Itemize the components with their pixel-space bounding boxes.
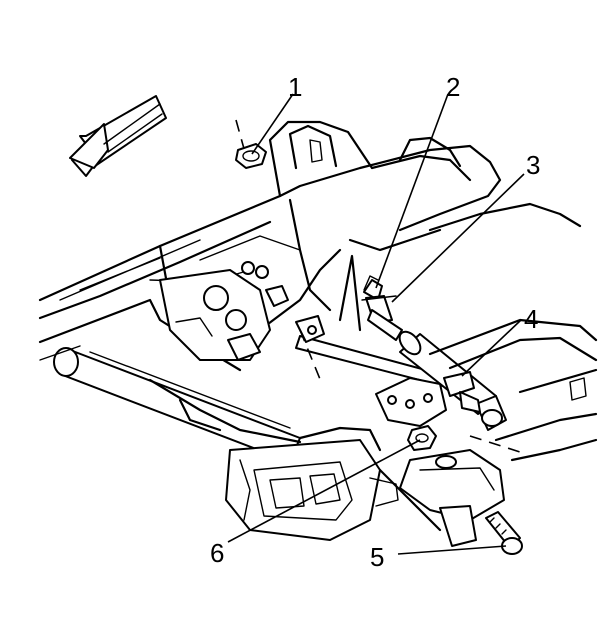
leader-lines: [227, 93, 525, 555]
alignment-marker: [338, 254, 362, 332]
left-lower-frame: [38, 298, 302, 444]
steering-gear-box: [375, 371, 481, 427]
frame-rail-right: [428, 318, 598, 462]
lower-bracket: [378, 449, 505, 547]
front-direction-arrow-icon: [69, 95, 167, 177]
callout-5: 5: [370, 542, 384, 572]
lower-skid-bracket: [225, 426, 399, 541]
callout-labels: 1 2 3 4 5 6: [210, 72, 540, 572]
nut-item-6: [407, 425, 437, 451]
callout-2: 2: [446, 72, 460, 102]
callout-6: 6: [210, 538, 224, 568]
nut-item-1: [235, 143, 267, 169]
bolt-item-5: [485, 511, 523, 555]
callout-4: 4: [524, 304, 538, 334]
steering-gear-left: [159, 261, 289, 361]
frame-rail-upper: [38, 120, 582, 320]
steering-damper: [367, 309, 507, 431]
callout-1: 1: [288, 72, 302, 102]
axle-tube: [53, 347, 301, 463]
callout-3: 3: [526, 150, 540, 180]
